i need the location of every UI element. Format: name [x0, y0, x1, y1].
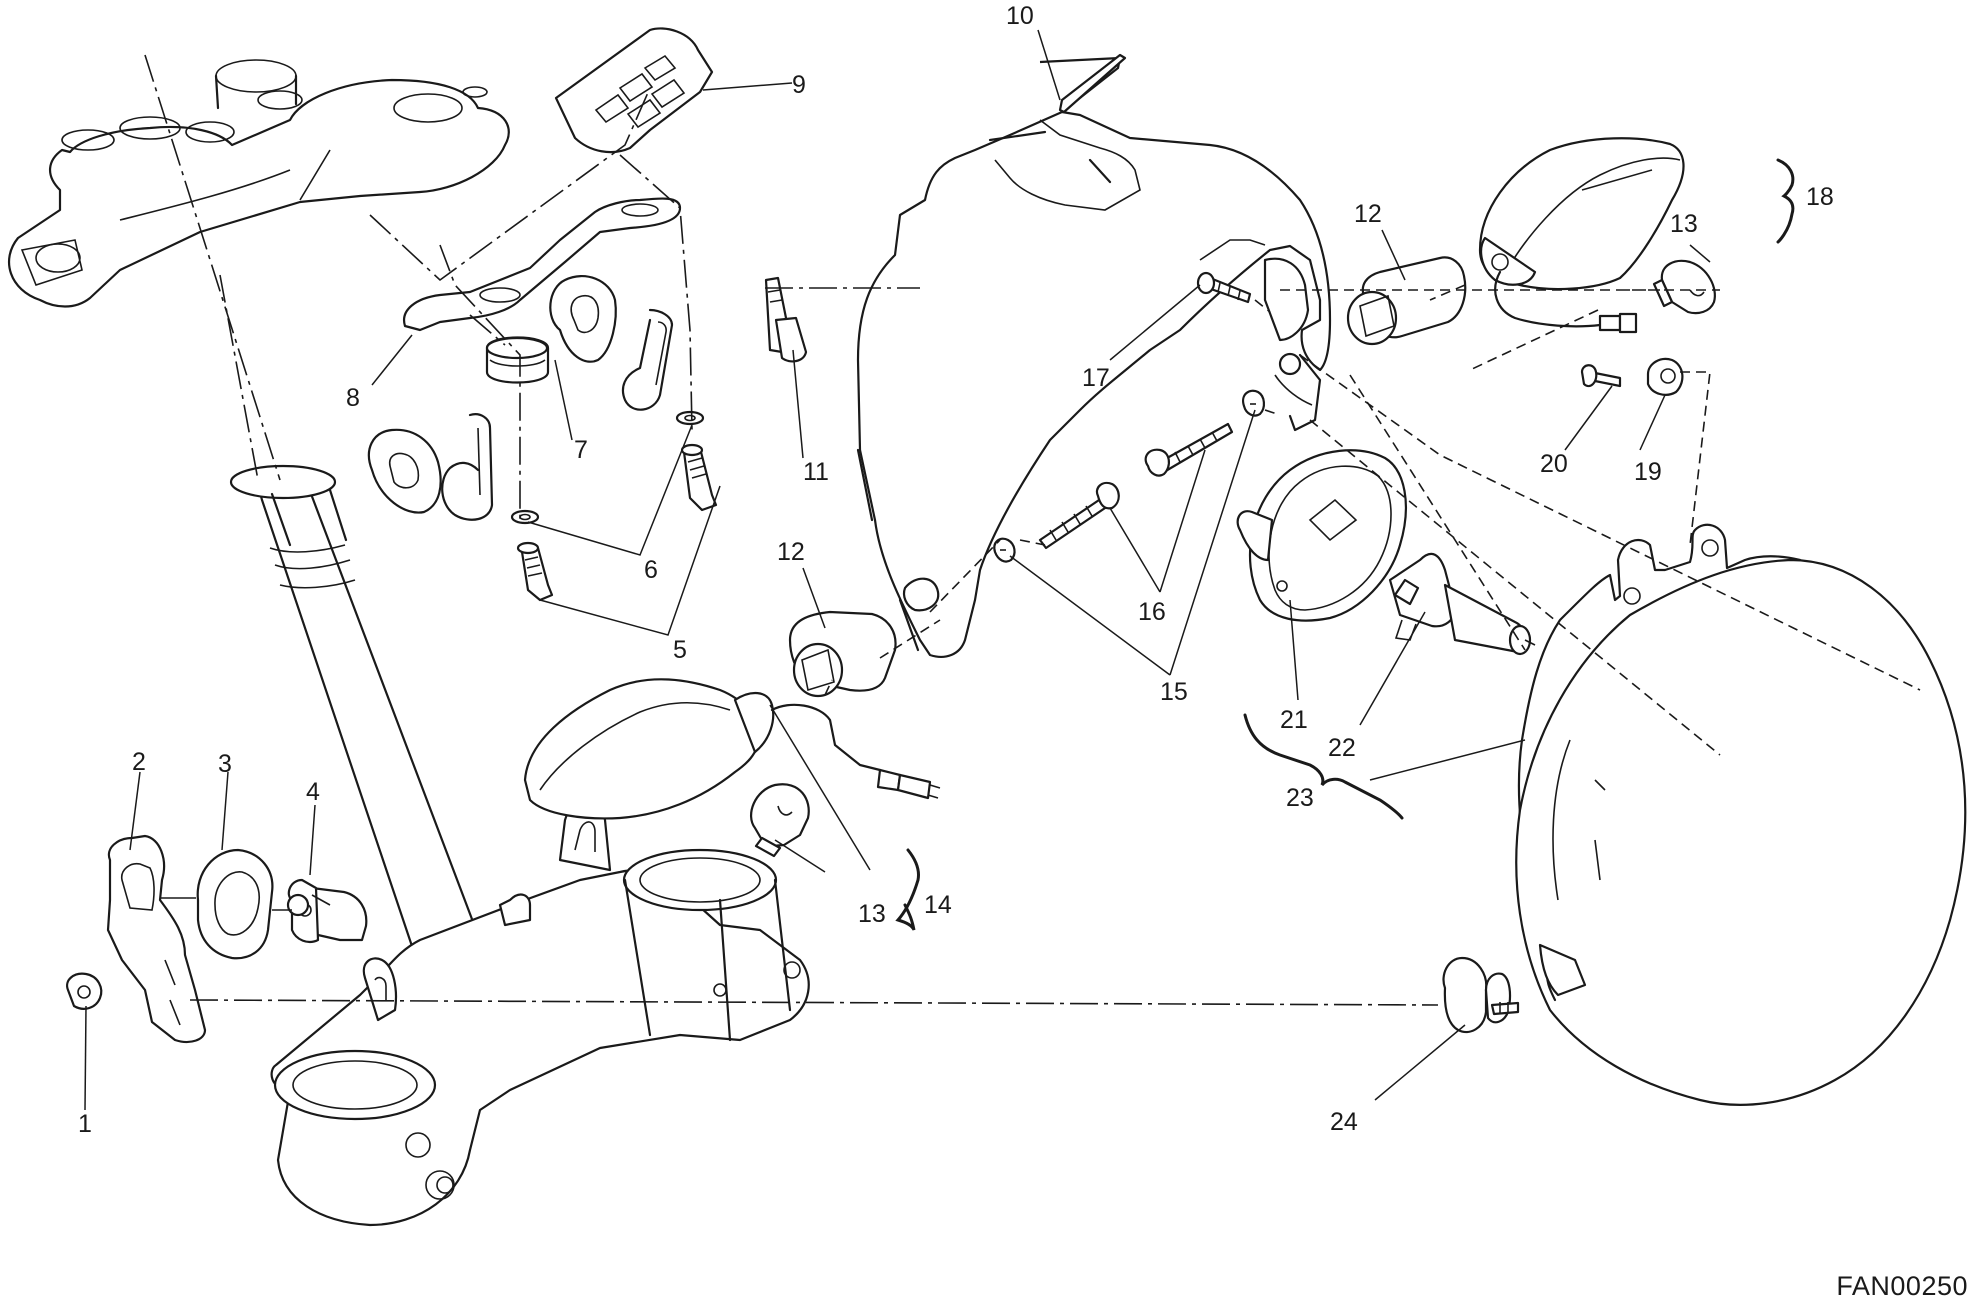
part-11-stud: [764, 276, 808, 363]
callout-12-lower: 12: [777, 538, 805, 566]
part-14-turn-indicator-left: [523, 678, 941, 820]
callout-18: 18: [1806, 183, 1834, 211]
upper-triple-clamp: [8, 59, 510, 308]
wire-clip-lower: [441, 413, 494, 521]
part-16-bolt-upper: [1144, 422, 1234, 477]
brace-18: [1776, 158, 1795, 244]
leader-lines: [84, 29, 1711, 1111]
callout-2: 2: [132, 748, 146, 776]
callout-16: 16: [1138, 598, 1166, 626]
callout-19: 19: [1634, 458, 1662, 486]
part-15-washer-upper: [1242, 389, 1265, 417]
part-10-headlight-fairing: [856, 53, 1332, 658]
callout-5: 5: [673, 636, 687, 664]
part-12-cap-upper: [1346, 256, 1467, 346]
part-16-bolt-lower: [1038, 481, 1120, 550]
callout-11: 11: [803, 458, 829, 486]
callout-12-upper: 12: [1354, 200, 1382, 228]
part-4-socket: [286, 878, 368, 944]
callout-9: 9: [792, 71, 806, 99]
callout-14: 14: [924, 891, 952, 919]
part-24-rubber-mount: [1442, 956, 1520, 1034]
callout-8: 8: [346, 384, 360, 412]
callout-20: 20: [1540, 450, 1568, 478]
rubber-grommet-lower: [367, 428, 442, 514]
part-18-turn-indicator-right: [1478, 137, 1685, 334]
callout-23: 23: [1286, 784, 1314, 812]
callout-13-lower: 13: [858, 900, 886, 928]
callout-21: 21: [1280, 706, 1308, 734]
part-5-bolt-left: [516, 541, 554, 602]
callout-13-upper: 13: [1670, 210, 1698, 238]
rubber-grommet-upper: [549, 275, 617, 363]
callout-3: 3: [218, 750, 232, 778]
part-20-screw: [1580, 364, 1622, 388]
part-12-cap-lower: [788, 610, 897, 698]
callout-labels: 1 2 3 4 5 6 7 8 9 10 11 12 12 13 13 14 1…: [78, 2, 1834, 1138]
part-2-bracket: [106, 834, 207, 1044]
part-5-bolt-right: [680, 443, 718, 512]
part-23-headlight-housing: [1515, 523, 1967, 1106]
part-15-washer-lower: [993, 537, 1016, 563]
callout-17: 17: [1082, 364, 1110, 392]
part-9-connector-block: [554, 27, 714, 154]
part-1-nut: [66, 972, 103, 1010]
part-13-bulb-upper: [1652, 259, 1716, 315]
part-13-bulb-lower: [749, 783, 810, 858]
part-6-washer-left: [510, 509, 540, 525]
part-8-bracket: [402, 197, 682, 332]
callout-24: 24: [1330, 1108, 1358, 1136]
part-22-headlight-bulb: [1388, 552, 1536, 656]
callout-6: 6: [644, 556, 658, 584]
callout-7: 7: [574, 436, 588, 464]
part-17-screw: [1196, 271, 1252, 304]
part-3-grommet: [196, 848, 274, 960]
part-21-bulb-holder: [1236, 449, 1407, 622]
wire-clip-upper: [621, 308, 674, 411]
part-6-washer-right: [675, 410, 705, 426]
callout-15: 15: [1160, 678, 1188, 706]
diagram-code: FAN00250: [1836, 1271, 1968, 1301]
brace-23: [1243, 713, 1404, 820]
part-19-nut: [1646, 357, 1684, 396]
lower-triple-clamp: [270, 804, 810, 1227]
callout-22: 22: [1328, 734, 1356, 762]
callout-10: 10: [1006, 2, 1034, 30]
callout-4: 4: [306, 778, 320, 806]
callout-1: 1: [78, 1110, 92, 1138]
brace-14: [895, 848, 920, 931]
part-7-grommet: [485, 336, 550, 384]
alignment-lines: [144, 54, 1921, 1006]
